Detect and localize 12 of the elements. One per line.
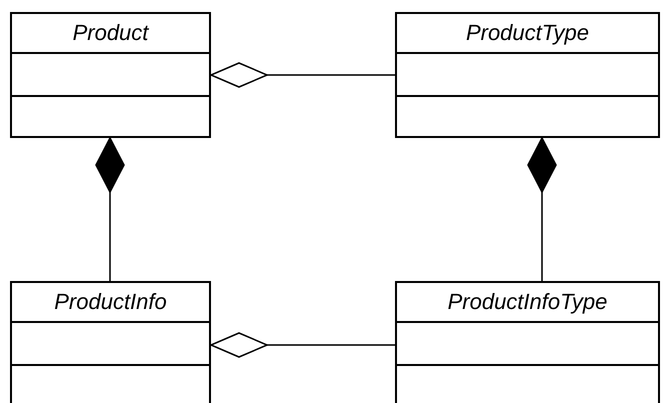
class-name: Product <box>72 19 150 47</box>
aggregation-connector <box>210 62 395 88</box>
class-box <box>395 281 660 403</box>
class-name: ProductInfo <box>53 288 168 316</box>
class-box <box>395 12 660 138</box>
class-name: ProductInfoType <box>446 288 608 316</box>
composition-connector <box>95 137 125 281</box>
class-box <box>10 281 211 403</box>
aggregation-connector <box>210 332 395 358</box>
composition-connector <box>527 137 557 281</box>
class-name: ProductType <box>464 19 590 47</box>
class-box <box>10 12 211 138</box>
